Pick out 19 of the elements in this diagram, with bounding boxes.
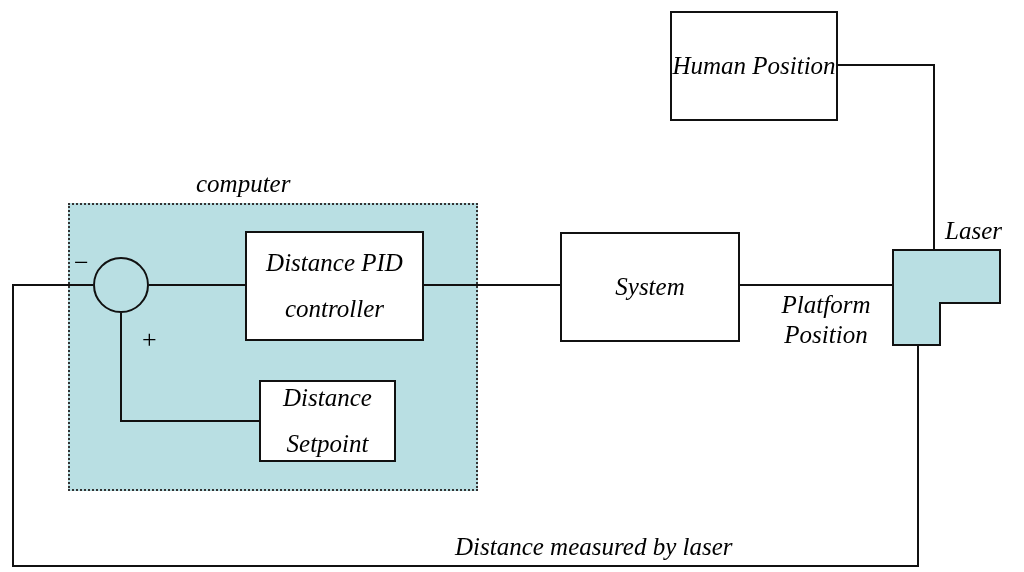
connector-line: [423, 284, 561, 286]
process-box: [670, 11, 838, 121]
process-box: [259, 380, 396, 462]
connector-line: [148, 284, 246, 286]
sign-label: +: [142, 327, 157, 353]
process-box: [560, 232, 740, 342]
connector-line: [837, 64, 935, 251]
component-label: Laser: [945, 216, 1002, 246]
sign-label: −: [74, 250, 89, 276]
node-text: System: [615, 272, 685, 302]
node-text: Distance Setpoint: [281, 383, 373, 459]
summing-junction: [93, 257, 149, 313]
connector-line: [12, 284, 919, 567]
connector-line: [120, 312, 260, 422]
group-title: computer: [196, 169, 291, 199]
node-text: Distance PID controller: [264, 248, 404, 324]
process-box: [245, 231, 424, 341]
connector-line: [739, 284, 894, 286]
node-text: Human Position: [672, 51, 836, 81]
